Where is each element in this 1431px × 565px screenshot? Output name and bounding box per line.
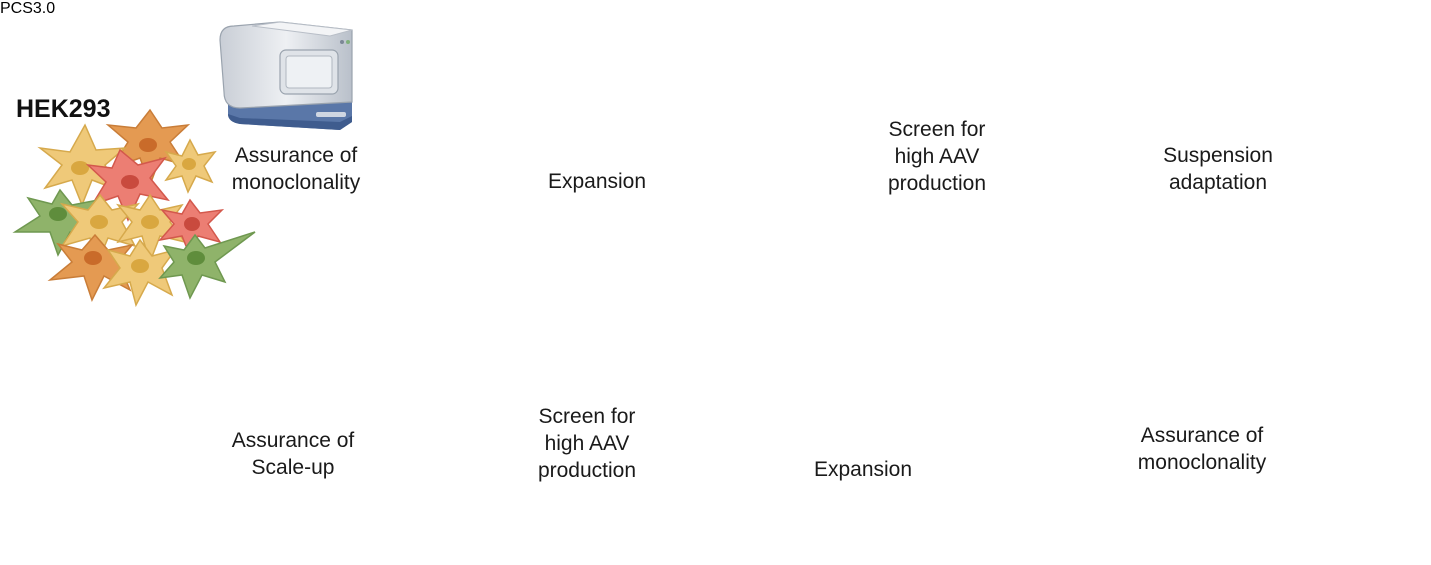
- label-line: production: [887, 172, 987, 195]
- cell-star: [85, 148, 170, 222]
- hek293-adherent-cells: [12, 108, 256, 308]
- arrow-to-plate-2: PCS3.0 Assurance of: [0, 0, 1273, 482]
- label-line: adaptation: [1168, 171, 1268, 194]
- label-screen-2: Screen for high AAV production: [520, 403, 654, 484]
- label-line: Expansion: [547, 170, 647, 193]
- label-line: Screen for: [888, 118, 986, 141]
- arrow-expansion-1: PCS3.0 Assurance of: [0, 0, 1273, 482]
- label-line: Assurance of: [234, 144, 358, 167]
- label-expansion-1: Expansion: [540, 168, 654, 195]
- label-expansion-2: Expansion: [804, 456, 922, 483]
- label-line: Scale-up: [251, 456, 335, 479]
- label-suspension-adaptation: Suspension adaptation: [1148, 142, 1288, 196]
- pcs3-label: PCS3.0: [0, 0, 56, 17]
- label-scale-up: Assurance of Scale-up: [218, 427, 368, 481]
- cell-star: [59, 193, 141, 265]
- label-line: production: [537, 459, 637, 482]
- title-hek293: HEK293: [16, 95, 111, 123]
- label-line: Screen for: [538, 405, 636, 428]
- label-line: Suspension: [1163, 144, 1273, 167]
- cell-star: [105, 108, 191, 188]
- arrow-screen-1: PCS3.0 Assurance of: [0, 0, 1273, 482]
- label-line: monoclonality: [231, 171, 361, 194]
- arrow-to-plate-1: PCS3.0 Assurance of: [0, 0, 1273, 482]
- label-screen-1: Screen for high AAV production: [872, 116, 1002, 197]
- arrow-expansion-2: PCS3.0 Assurance of: [0, 0, 1273, 482]
- label-monoclonality-2: Assurance of monoclonality: [1118, 422, 1286, 476]
- label-line: Assurance of: [231, 429, 355, 452]
- label-line: high AAV: [894, 145, 980, 168]
- cell-star: [158, 231, 256, 300]
- cell-star: [158, 198, 225, 259]
- label-line: monoclonality: [1137, 451, 1267, 474]
- label-line: Expansion: [813, 458, 913, 481]
- label-line: Assurance of: [1140, 424, 1264, 447]
- cell-sorter-icon: [219, 21, 353, 130]
- arrow-screen-2: PCS3.0 Assurance of: [0, 0, 1273, 482]
- label-monoclonality-1: Assurance of monoclonality: [218, 142, 374, 196]
- label-line: high AAV: [544, 432, 630, 455]
- cell-star: [164, 138, 217, 194]
- arrow-suspension-adaptation: PCS3.0 Assurance of: [0, 0, 1273, 482]
